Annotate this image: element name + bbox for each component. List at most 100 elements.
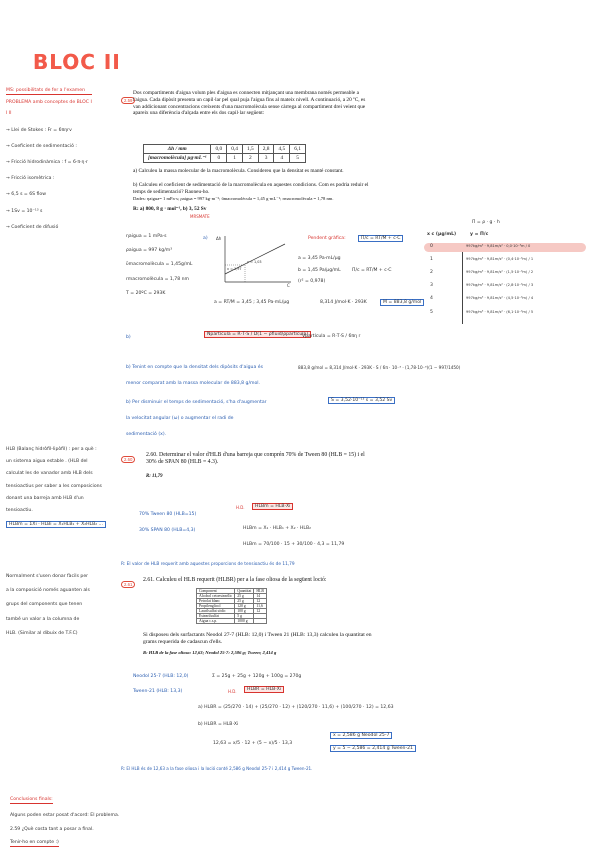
left-note: Normalment s'usen donar fàcils per [6, 574, 89, 579]
equation: b) HLBR = HLB·Xi [198, 722, 239, 727]
problem-number: 2.60 [121, 448, 136, 466]
equation: a) HLBR = (25/270 · 14) + (25/270 · 12) … [198, 705, 394, 710]
graph-label: x = 1,97 [227, 267, 242, 271]
problem-answer: R: 11,79 [146, 474, 163, 479]
left-notes-2: HLB (Balanç hidròfil-lipòfil) : per a qu… [6, 447, 106, 529]
left-note: HLB. (Similar al dibuix de T.F.C) [6, 630, 78, 636]
note-line: b) Per disminuir el temps de sedimentaci… [126, 400, 267, 405]
equation-box: HLBR = HLB·Xi [244, 686, 285, 693]
left-note: → Coeficient de difusió [6, 224, 59, 230]
left-notes-1: MS: possibilitats de fer a l'examen PROB… [6, 88, 92, 231]
result-box: x = 2,586 g Neodol 25-7 [330, 732, 393, 739]
equation: a = RT/M = 3,45 ; 3,45 Pa·mL/µg [214, 300, 290, 305]
right-table-x: 0 [430, 244, 433, 249]
work-line: Neodol 25-7 (HLB: 12,0) [133, 674, 189, 679]
right-table-x: 5 [430, 310, 433, 315]
left-note: I II [6, 111, 12, 117]
result-box: y = 5 − 2,586 = 2,414 g Tween-21 [330, 745, 416, 752]
left-note: PROBLEMA amb conceptes de BLOC I [6, 100, 92, 106]
page-title: BLOC II [33, 50, 121, 74]
conclusion: R: El valor de HLB requerit amb aquestes… [121, 562, 295, 567]
left-note-box: HLBm = ΣXi · HLBi = X₁HLB₁ + X₂HLB₂ ... [6, 521, 106, 529]
equation: Π/c = RT/M + c·C [352, 268, 392, 273]
equation: b = 1,45 Pa/µg/mL [298, 268, 341, 273]
left-note: → 1Sv = 10⁻¹³ s [6, 208, 43, 214]
right-table-y: 997kg/m³ · 9,81m/s² · (4,5·10⁻³m) / 4 [466, 296, 534, 300]
highlight [424, 243, 586, 252]
problem-text-2: Si disposeu dels surfactants Neodol 27-7… [143, 632, 372, 646]
problem-number: 2.61 [121, 573, 136, 591]
right-table-y: 997kg/m³ · 9,81m/s² · 0,0·10⁻³m / 0 [466, 244, 531, 248]
right-table-y: 997kg/m³ · 9,81m/s² · (0,4·10⁻³m) / 1 [466, 257, 534, 261]
left-note: donant una barreja amb HLB d'un [6, 495, 84, 501]
sketch-graph: Δh C y = 1,03 x = 1,97 [216, 236, 291, 287]
footer-title: Conclusions finals: [10, 797, 53, 805]
left-note: → 6,5 s = 6S flow [6, 192, 46, 198]
given: ρaigua = 997 kg/m³ [126, 248, 173, 254]
right-table-x: 2 [430, 270, 433, 275]
equation: HLBm = X₁ · HLB₁ + X₂ · HLB₂ [243, 526, 311, 531]
left-note: a la composició només aguanten als [6, 588, 90, 594]
equation: HLBm = 70/100 · 15 + 30/100 · 4,3 = 11,7… [243, 542, 345, 547]
problem-answer: R: HLB de la fase oliosa: 12,63; Neodol … [143, 650, 277, 655]
left-note: → Coeficient de sedimentació : [6, 143, 77, 149]
problem-data: Dades: ηaigua= 1 mPa·s; ρaigua = 997 kg·… [133, 196, 334, 201]
equation: Vpartícula = R·T·S / 6πη r [302, 334, 361, 339]
given: ηaigua = 1 mPa·s [126, 234, 167, 239]
right-table-y: 997kg/m³ · 9,81m/s² · (6,1·10⁻³m) / 5 [466, 310, 534, 314]
right-table-y: 997kg/m³ · 9,81m/s² · (1,5·10⁻³m) / 2 [466, 270, 534, 274]
question-b: b) Calculeu el coeficient de sedimentaci… [133, 182, 369, 195]
equation: (r² = 0,978) [298, 279, 326, 284]
left-note: → Llei de Stokes : Fr = 6πηrv [6, 127, 72, 133]
work-line: Tween-21 (HLB: 13,3) [133, 689, 183, 694]
equation: 883,8 g/mol = 8,314 J/mol·K · 293K · S /… [298, 365, 461, 370]
left-note: calculat les de vanador amb HLB dels [6, 471, 93, 477]
note-line: sedimentació (x). [126, 432, 167, 437]
question-a: a) Calculeu la massa molecular de la mac… [133, 168, 344, 174]
left-note: grups del components que tenen [6, 602, 83, 608]
note-line: la velocitat angular (ω) o augmentar el … [126, 416, 234, 421]
equation-box: HLBm = HLB·Xi [252, 503, 294, 510]
footer-line: Tenir-ho en compte :) [10, 840, 59, 848]
graph-title: Pendent gràfica: [308, 236, 346, 241]
result-box: M = 883,8 g/mol [380, 299, 425, 306]
equation: 12,63 = x/5 · 12 + (5 − x)/5 · 13,3 [213, 741, 293, 746]
problem-number: 2.59 [121, 89, 136, 107]
right-table-head-x: x c (µg/mL) [427, 232, 457, 237]
given: rmacromolècula = 1,78 nm [126, 276, 189, 282]
conclusion: R: El HLB és de 12,63 a la fase oliosa i… [121, 766, 313, 771]
right-table-head-y: y = Π/c [470, 232, 489, 237]
part-b-label: b) [126, 335, 131, 340]
right-table-y: 997kg/m³ · 9,81m/s² · (2,8·10⁻³m) / 3 [466, 283, 534, 287]
left-note: tensioactiu. [6, 507, 33, 513]
work-line: 70% Tween 80 (HLB=15) [139, 512, 197, 517]
part-a-label: a) [203, 236, 208, 241]
equation-box: Npartícula = R·T·S / D(1 − ρfluid/ρpartí… [204, 331, 312, 338]
left-note: → Fricció isomètrica : [6, 176, 55, 182]
footer-line: 2.59 ¿Què costa tant a posar a final. [10, 827, 94, 832]
left-note: MS: possibilitats de fer a l'examen [6, 88, 92, 96]
equation: a = 3,45 Pa·mL/µg [298, 256, 341, 261]
result-box: S = 3,52·10⁻¹³ s = 3,52 Sv [328, 397, 396, 404]
problem-answer: R: a) 800, 8 g · mol⁻¹, b) 3, 52 Sv [133, 206, 207, 212]
left-notes-3: Normalment s'usen donar fàcils per a la … [6, 574, 90, 637]
problem-text: 2.60. Determinar el valor d'HLB d'una ba… [146, 452, 365, 466]
left-note: també un valor a la columna de [6, 616, 80, 622]
problem-text: Dos compartiments d'aigua volum ples d'a… [133, 90, 366, 117]
red-label: MRSMATE [190, 214, 210, 219]
work-line: 30% SPAN 80 (HLB=4,3) [139, 528, 196, 533]
left-note: un sistema aigua estable . (HLB del [6, 459, 88, 465]
equation-box: Π/c = RT/M + c·C [358, 235, 404, 242]
right-formula: Π = ρ · g · h [472, 220, 500, 225]
given: ῡmacromolècula = 1,45g/mL [126, 262, 193, 268]
given: T = 20ºC = 293K [126, 290, 166, 296]
equation: Σ = 25g + 25g + 120g + 100g = 270g [212, 674, 302, 679]
footer-line: Alguns poden estar posat d'acord: El pro… [10, 813, 120, 818]
graph-label: C [287, 283, 290, 287]
right-table-x: 4 [430, 296, 433, 301]
left-note: → Fricció hidrodinàmica : f = 6·π·η·r [6, 159, 88, 165]
right-table-x: 1 [430, 257, 433, 262]
equation: 8,314 J/mol·K · 293K [320, 300, 367, 305]
